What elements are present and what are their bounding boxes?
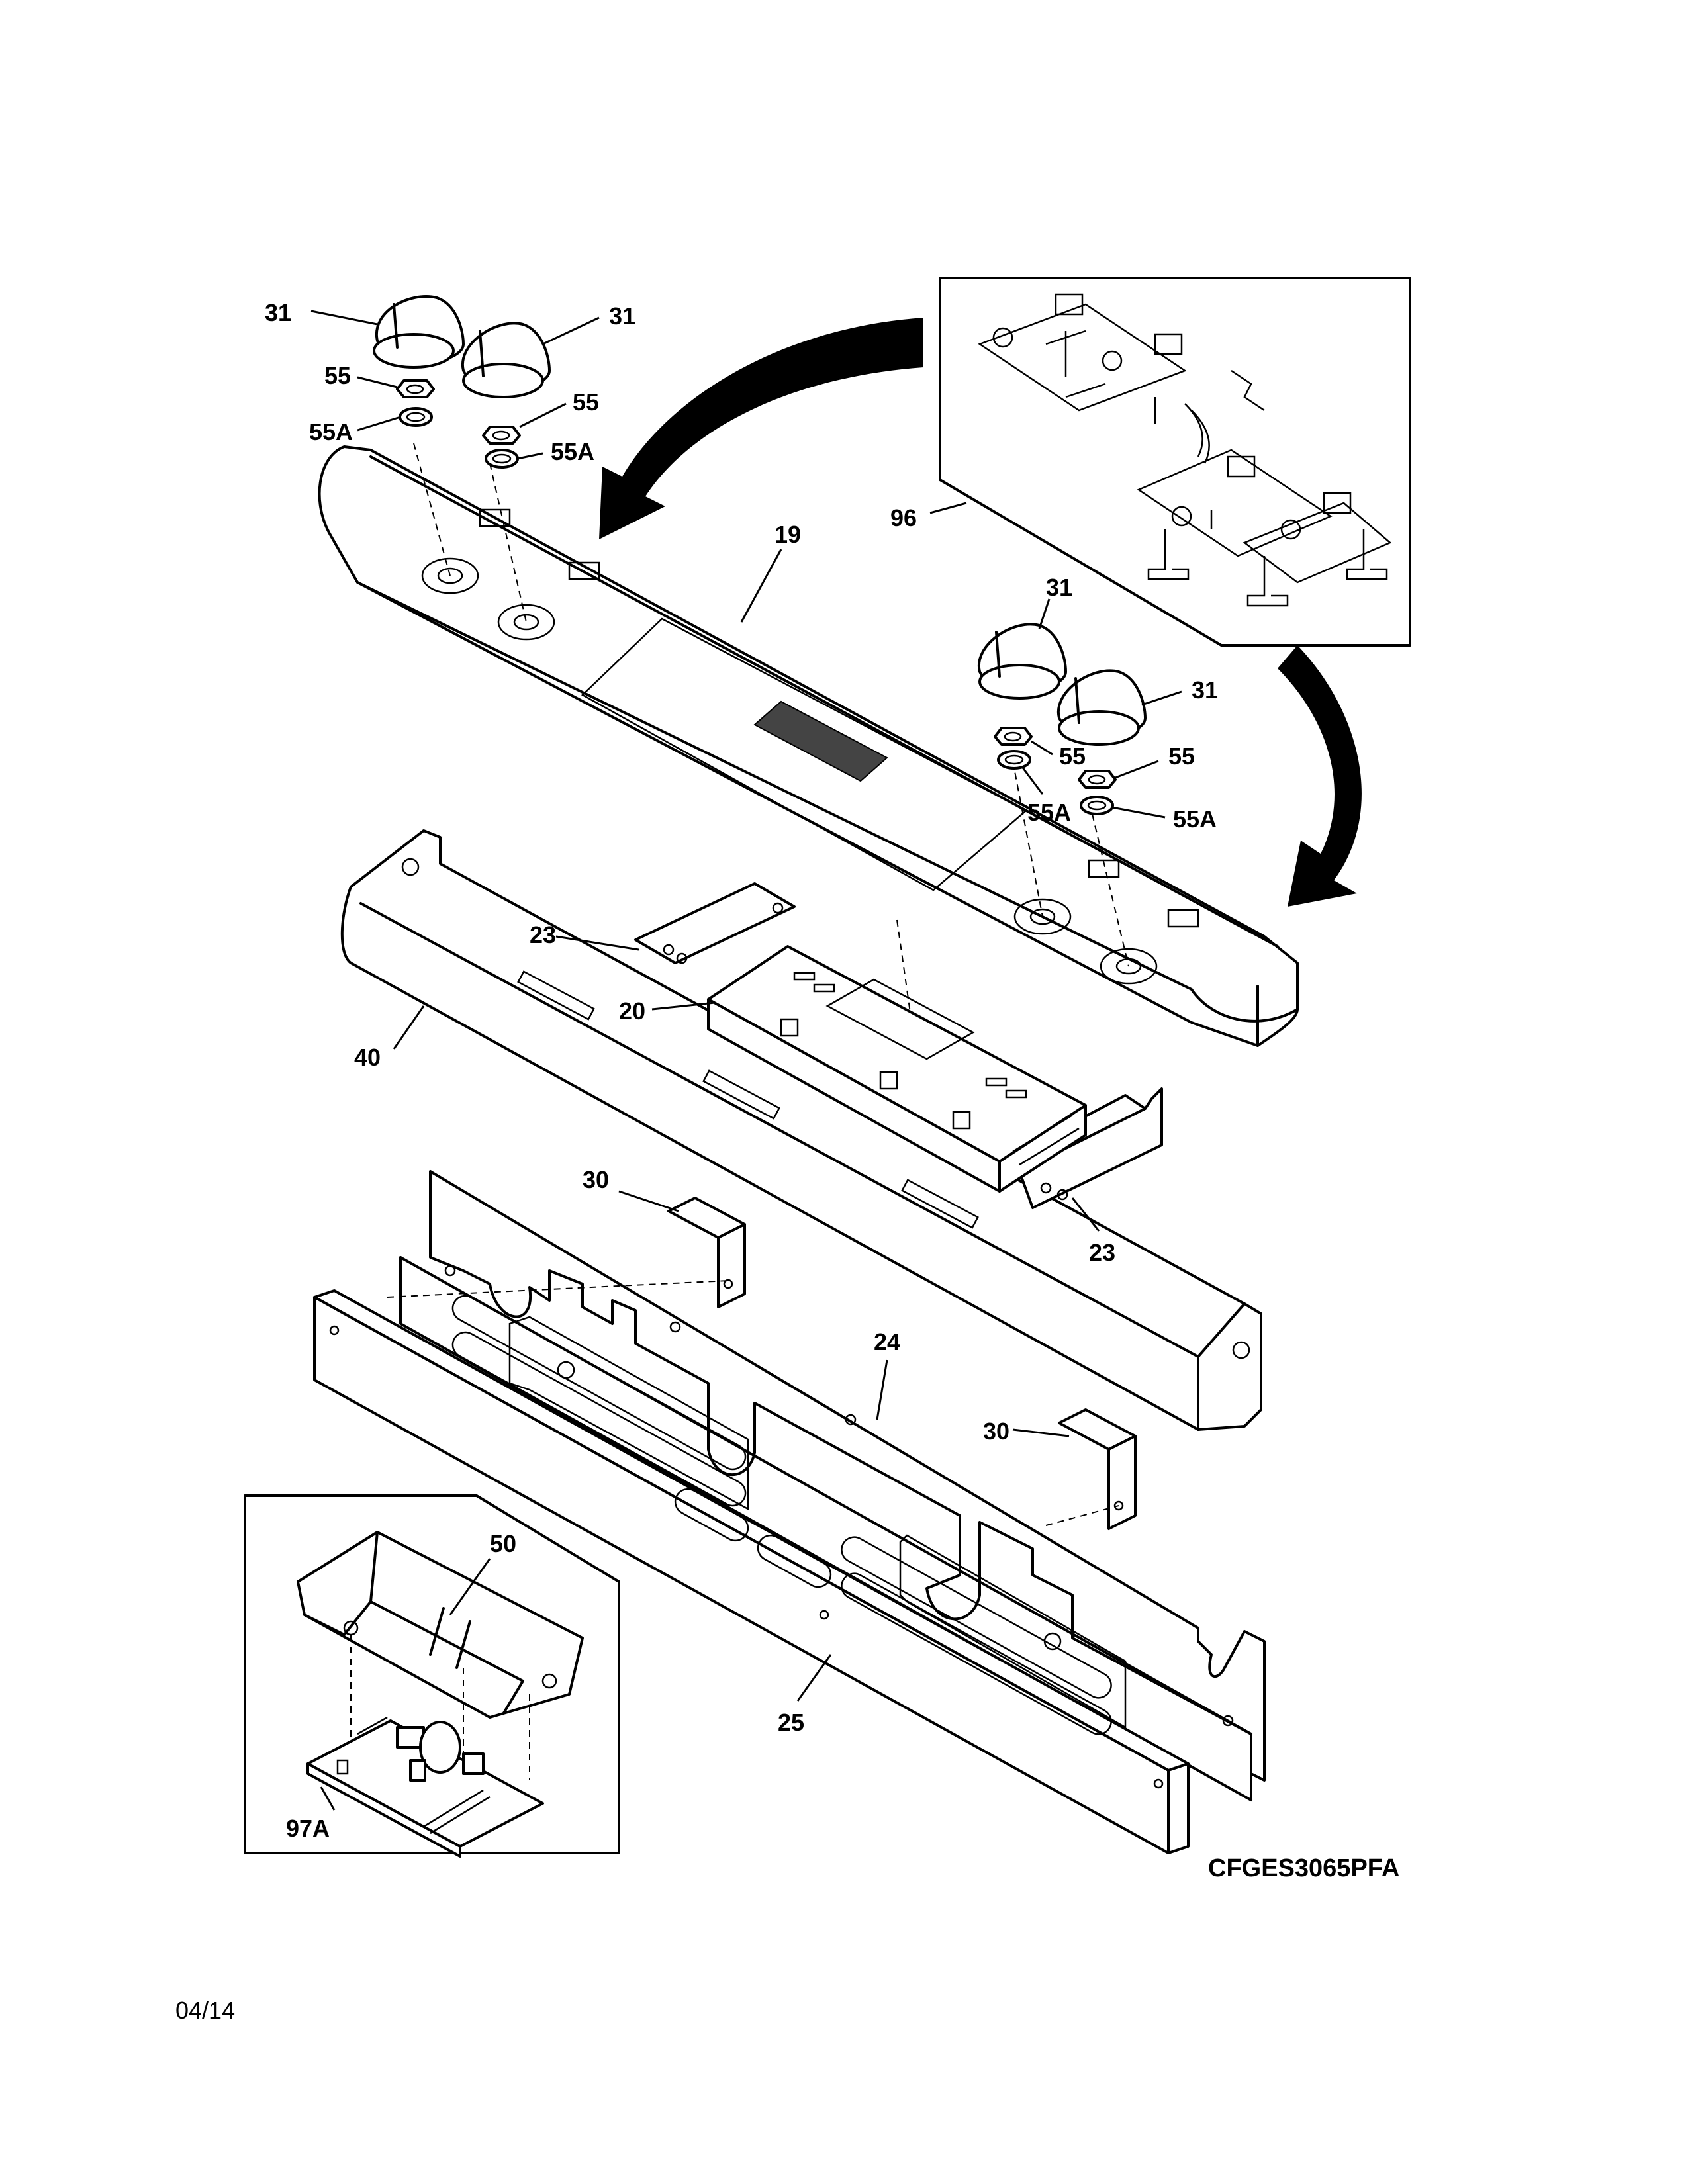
arrow-to-panel-left <box>599 318 923 539</box>
bracket-23-left <box>634 882 796 964</box>
callout-bracket-23-right: 23 <box>1089 1239 1115 1266</box>
nut-55-rm <box>994 727 1033 746</box>
relay-cover-50 <box>297 1531 584 1719</box>
control-board-20 <box>707 945 1087 1193</box>
clip-30-right <box>1058 1408 1137 1530</box>
inset-box-96 <box>939 277 1411 647</box>
inset-board-96 <box>978 293 1392 607</box>
callout-relay-board-97a: 97A <box>286 1815 330 1842</box>
knob-31-tm <box>461 322 551 398</box>
knob-31-rr <box>1056 669 1147 746</box>
knob-31-rm <box>977 623 1067 700</box>
callout-clip-30-left: 30 <box>583 1166 609 1193</box>
arrow-to-panel-right <box>1278 645 1362 907</box>
knob-hole-tl <box>421 557 479 594</box>
ring-55a-rm <box>997 750 1031 770</box>
knob-hole-rm <box>1013 898 1072 935</box>
ring-55a-tl <box>399 407 433 427</box>
callout-ring-55a-tm: 55A <box>551 438 594 465</box>
callout-ring-55a-tl: 55A <box>309 418 353 445</box>
callout-ring-55a-rr: 55A <box>1173 805 1217 833</box>
control-panel-19 <box>318 443 1299 1047</box>
callout-knob-31-rr: 31 <box>1192 676 1218 704</box>
nut-55-tm <box>482 426 521 445</box>
ring-55a-rr <box>1080 796 1114 815</box>
callout-nut-55-rr: 55 <box>1168 743 1195 770</box>
relay-board-97a <box>306 1716 544 1858</box>
end-cap-trim-40 <box>340 829 1262 1431</box>
callout-nut-55-tl: 55 <box>324 362 351 389</box>
model-code: CFGES3065PFA <box>1208 1854 1399 1882</box>
callout-knob-31-tm: 31 <box>609 302 635 330</box>
callout-bracket-23-left: 23 <box>530 921 556 948</box>
callout-ring-55a-rm: 55A <box>1027 799 1071 826</box>
callout-backguard-frame-24: 24 <box>874 1328 900 1355</box>
nut-55-tl <box>396 379 435 398</box>
callout-control-panel-19: 19 <box>774 521 801 548</box>
display-lens <box>753 700 888 782</box>
inset-box-50-97a <box>244 1494 620 1858</box>
callout-end-cap-trim-40: 40 <box>354 1044 381 1071</box>
callout-knob-31-tl: 31 <box>265 299 291 326</box>
callout-board-96: 96 <box>890 504 917 531</box>
callout-knob-31-rm: 31 <box>1046 574 1072 601</box>
bottom-rail-25 <box>313 1289 1190 1854</box>
knob-hole-rr <box>1100 948 1158 985</box>
callout-control-board-20: 20 <box>619 997 645 1024</box>
callout-clip-30-right: 30 <box>983 1418 1009 1445</box>
knob-hole-tm <box>497 604 555 641</box>
callout-nut-55-tm: 55 <box>573 388 599 416</box>
date-code: 04/14 <box>175 1997 235 2024</box>
ring-55a-tm <box>485 449 519 469</box>
callout-nut-55-rm: 55 <box>1059 743 1086 770</box>
nut-55-rr <box>1078 770 1117 789</box>
clip-30-left <box>667 1197 746 1308</box>
callout-bottom-rail-25: 25 <box>778 1709 804 1736</box>
callout-relay-cover-50: 50 <box>490 1530 516 1557</box>
knob-31-tl <box>373 295 465 369</box>
